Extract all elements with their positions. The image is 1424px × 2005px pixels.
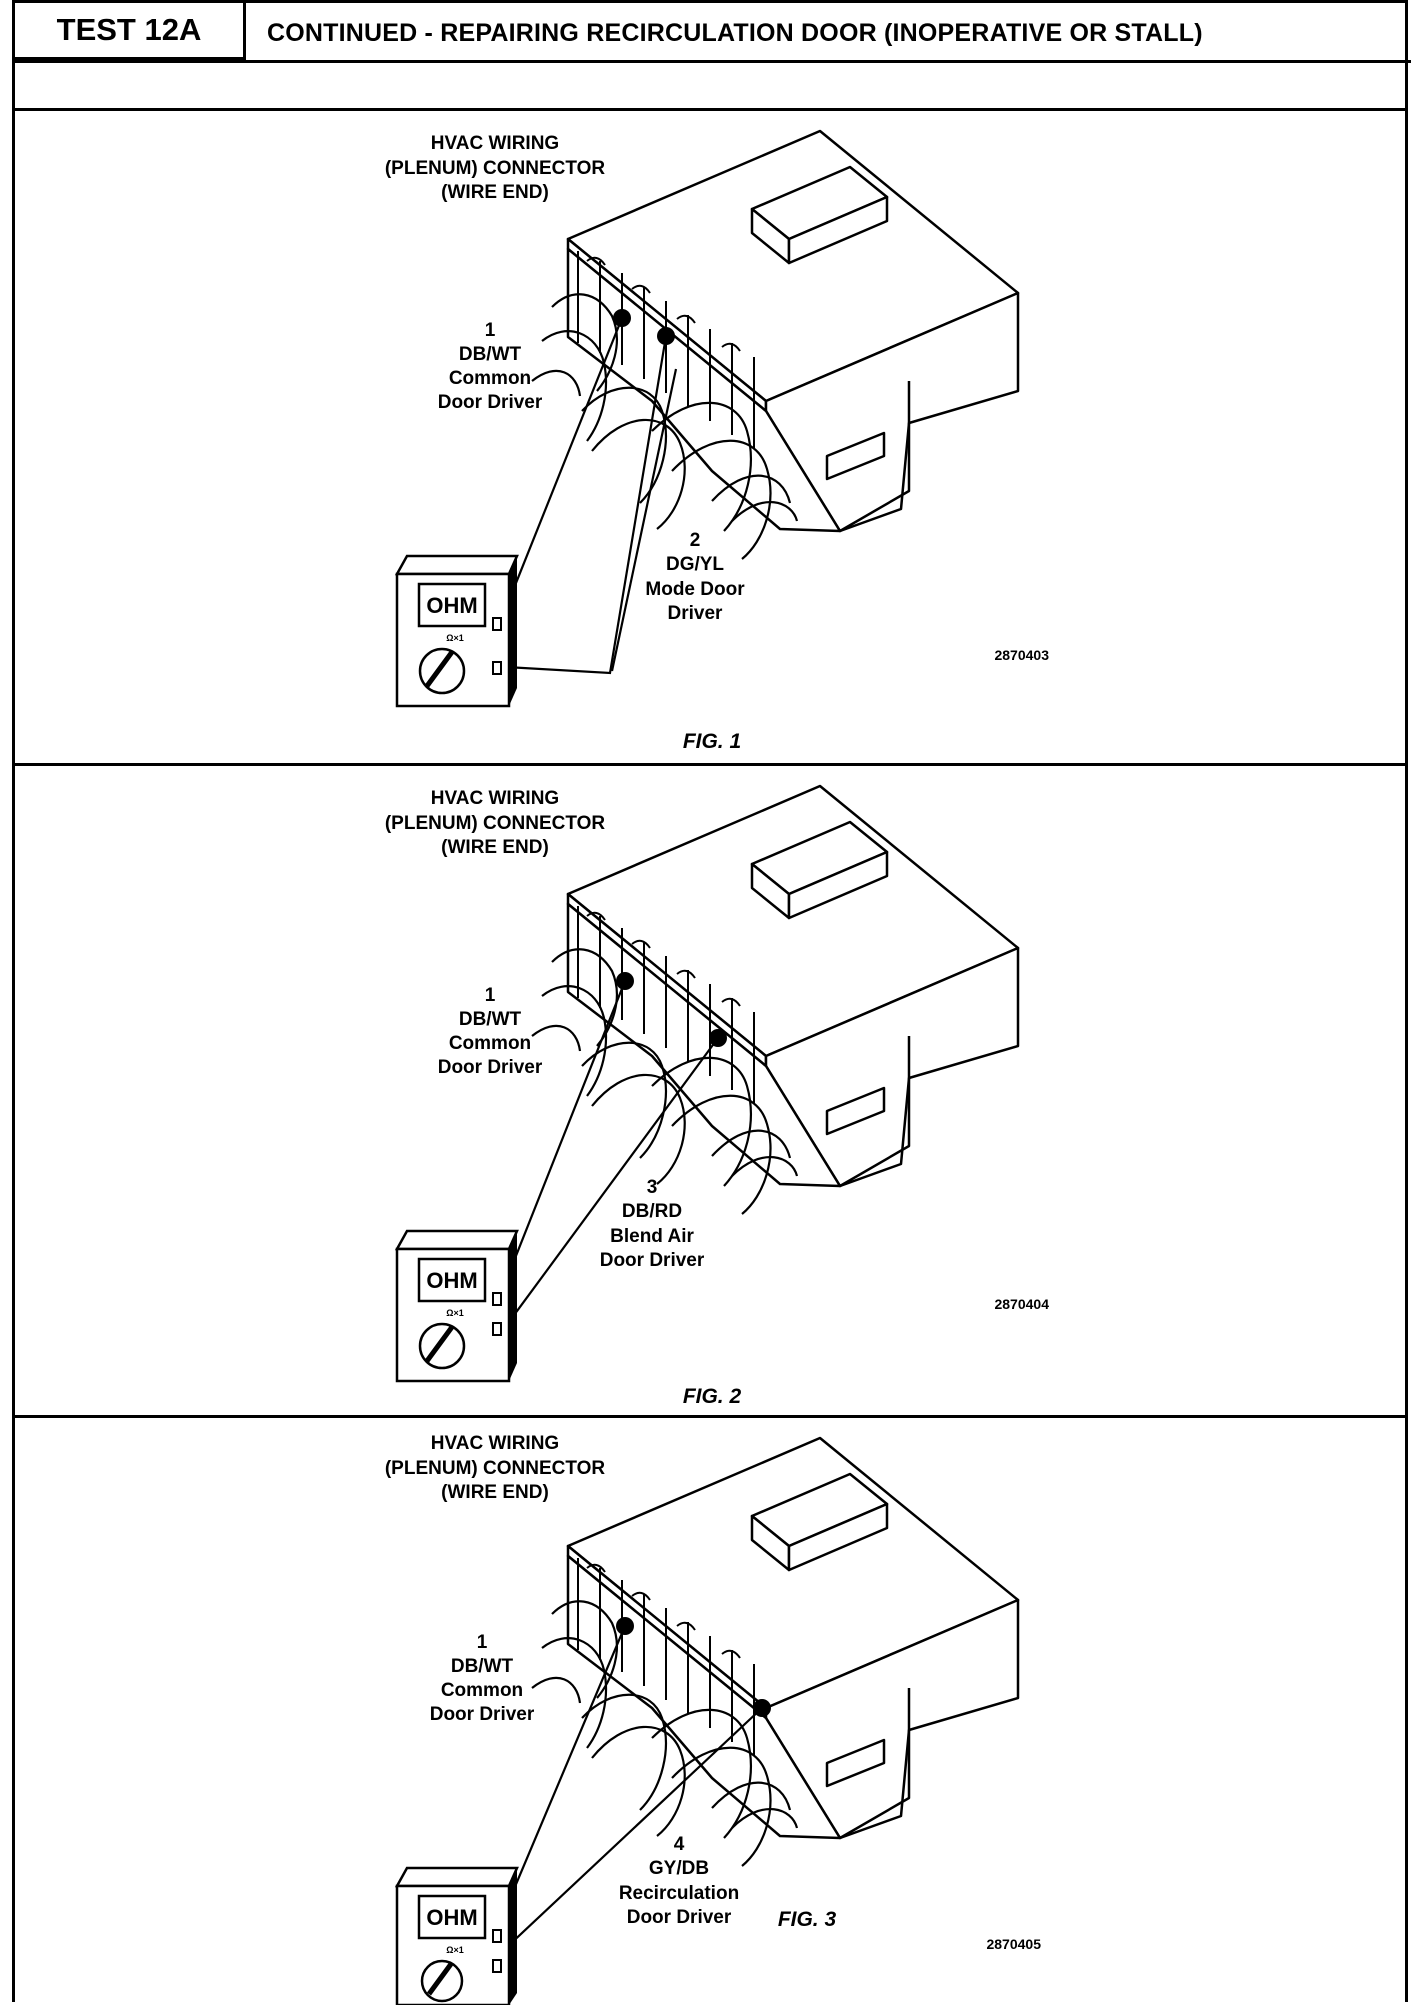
figure-caption: FIG. 1 bbox=[683, 730, 741, 753]
figure-caption: FIG. 3 bbox=[778, 1908, 837, 1931]
pin-b-label: 2 DG/YL Mode Door Driver bbox=[645, 530, 745, 624]
pin-b-label: 4 GY/DB Recirculation Door Driver bbox=[619, 1834, 739, 1928]
meter-range: Ω×1 bbox=[446, 1308, 463, 1318]
ohmmeter: OHM Ω×1 bbox=[394, 1866, 519, 2005]
test-id: TEST 12A bbox=[15, 3, 246, 60]
page-frame bbox=[12, 0, 1408, 2002]
connector-label: HVAC WIRING (PLENUM) CONNECTOR (WIRE END… bbox=[385, 788, 606, 858]
svg-text:DB/WT: DB/WT bbox=[451, 1656, 514, 1677]
meter-dial bbox=[420, 1959, 464, 2003]
svg-text:Common: Common bbox=[449, 1033, 531, 1054]
test-lead-1 bbox=[504, 317, 624, 609]
svg-text:1: 1 bbox=[485, 320, 496, 341]
svg-text:DG/YL: DG/YL bbox=[666, 554, 724, 575]
pin-cavities bbox=[577, 906, 755, 1104]
figure-2-panel: OHM Ω×1 HVAC WIRING (PLENUM) CONNECTOR (… bbox=[12, 763, 1408, 1415]
svg-text:HVAC WIRING: HVAC WIRING bbox=[431, 788, 559, 809]
svg-text:(WIRE END): (WIRE END) bbox=[441, 182, 549, 203]
svg-text:Door Driver: Door Driver bbox=[430, 1704, 535, 1725]
svg-text:Common: Common bbox=[449, 368, 531, 389]
connector-body bbox=[566, 1436, 1020, 1840]
svg-text:Blend Air: Blend Air bbox=[610, 1226, 694, 1247]
svg-text:2: 2 bbox=[690, 530, 701, 551]
svg-text:4: 4 bbox=[674, 1834, 685, 1855]
meter-range: Ω×1 bbox=[446, 1945, 463, 1955]
test-lead-1 bbox=[504, 1625, 627, 1909]
meter-dial bbox=[418, 647, 466, 695]
wire-bundle bbox=[531, 293, 799, 560]
meter-jack-2 bbox=[492, 1959, 502, 1973]
meter-jack-1 bbox=[492, 1929, 502, 1943]
test-leads bbox=[504, 980, 719, 1327]
figure-1-panel: OHM Ω×1 HVAC WIRING (PLENUM) CONNECTOR (… bbox=[12, 108, 1408, 763]
figure-3-panel: OHM Ω×1 HVAC WIRING (PLENUM) CONNECTOR (… bbox=[12, 1415, 1408, 2005]
pin-a-label: 1 DB/WT Common Door Driver bbox=[430, 1632, 535, 1725]
drawing-number: 2870403 bbox=[994, 647, 1049, 663]
figure-1-diagram: OHM Ω×1 HVAC WIRING (PLENUM) CONNECTOR (… bbox=[385, 129, 1049, 753]
connector-body bbox=[566, 129, 1020, 533]
svg-text:Door Driver: Door Driver bbox=[438, 392, 543, 413]
svg-text:DB/WT: DB/WT bbox=[459, 344, 522, 365]
meter-range: Ω×1 bbox=[446, 633, 463, 643]
drawing-number: 2870405 bbox=[986, 1936, 1041, 1952]
svg-text:(PLENUM) CONNECTOR: (PLENUM) CONNECTOR bbox=[385, 158, 606, 179]
svg-text:(PLENUM) CONNECTOR: (PLENUM) CONNECTOR bbox=[385, 813, 606, 834]
figure-2-diagram: OHM Ω×1 HVAC WIRING (PLENUM) CONNECTOR (… bbox=[385, 784, 1049, 1408]
connector-body bbox=[566, 784, 1020, 1188]
meter-jack-1 bbox=[492, 617, 502, 631]
svg-text:HVAC WIRING: HVAC WIRING bbox=[431, 133, 559, 154]
page-title: CONTINUED - REPAIRING RECIRCULATION DOOR… bbox=[267, 19, 1203, 47]
svg-text:(PLENUM) CONNECTOR: (PLENUM) CONNECTOR bbox=[385, 1458, 606, 1479]
meter-jack-2 bbox=[492, 661, 502, 675]
svg-text:DB/RD: DB/RD bbox=[622, 1201, 682, 1222]
test-leads bbox=[504, 317, 678, 675]
test-lead-2 bbox=[505, 335, 668, 675]
header-divider bbox=[15, 60, 1411, 63]
meter-display: OHM bbox=[426, 1268, 477, 1293]
svg-text:(WIRE END): (WIRE END) bbox=[441, 1482, 549, 1503]
svg-text:HVAC WIRING: HVAC WIRING bbox=[431, 1433, 559, 1454]
pin-b-label: 3 DB/RD Blend Air Door Driver bbox=[600, 1177, 705, 1271]
connector-label: HVAC WIRING (PLENUM) CONNECTOR (WIRE END… bbox=[385, 133, 606, 203]
meter-dial bbox=[418, 1322, 466, 1370]
svg-text:Common: Common bbox=[441, 1680, 523, 1701]
meter-jack-1 bbox=[492, 1292, 502, 1306]
svg-text:Mode Door: Mode Door bbox=[645, 579, 745, 600]
svg-text:1: 1 bbox=[477, 1632, 488, 1653]
svg-text:Door Driver: Door Driver bbox=[627, 1907, 732, 1928]
figure-3-diagram: OHM Ω×1 HVAC WIRING (PLENUM) CONNECTOR (… bbox=[385, 1433, 1041, 2005]
drawing-number: 2870404 bbox=[994, 1296, 1049, 1312]
ohmmeter: OHM Ω×1 bbox=[394, 1229, 519, 1383]
test-lead-2 bbox=[505, 1037, 719, 1327]
connector-label: HVAC WIRING (PLENUM) CONNECTOR (WIRE END… bbox=[385, 1433, 606, 1503]
svg-text:3: 3 bbox=[647, 1177, 658, 1198]
ohmmeter: OHM Ω×1 bbox=[394, 554, 519, 708]
meter-jack-2 bbox=[492, 1322, 502, 1336]
test-lead-2 bbox=[505, 1707, 763, 1949]
wire-bundle bbox=[531, 1600, 799, 1867]
service-manual-page: TEST 12A CONTINUED - REPAIRING RECIRCULA… bbox=[12, 0, 1411, 2005]
pin-a-label: 1 DB/WT Common Door Driver bbox=[438, 320, 543, 413]
svg-text:DB/WT: DB/WT bbox=[459, 1009, 522, 1030]
svg-text:Door Driver: Door Driver bbox=[438, 1057, 543, 1078]
svg-text:GY/DB: GY/DB bbox=[649, 1858, 709, 1879]
test-leads bbox=[504, 1625, 763, 1949]
svg-text:(WIRE END): (WIRE END) bbox=[441, 837, 549, 858]
meter-display: OHM bbox=[426, 593, 477, 618]
svg-text:Driver: Driver bbox=[668, 603, 724, 624]
wire-bundle bbox=[531, 948, 799, 1215]
pin-a-label: 1 DB/WT Common Door Driver bbox=[438, 985, 543, 1078]
svg-text:1: 1 bbox=[485, 985, 496, 1006]
page-header: TEST 12A CONTINUED - REPAIRING RECIRCULA… bbox=[12, 0, 1411, 108]
test-lead-1 bbox=[504, 980, 627, 1282]
figure-caption: FIG. 2 bbox=[683, 1385, 742, 1408]
meter-display: OHM bbox=[426, 1905, 477, 1930]
svg-text:Recirculation: Recirculation bbox=[619, 1883, 739, 1904]
svg-text:Door Driver: Door Driver bbox=[600, 1250, 705, 1271]
